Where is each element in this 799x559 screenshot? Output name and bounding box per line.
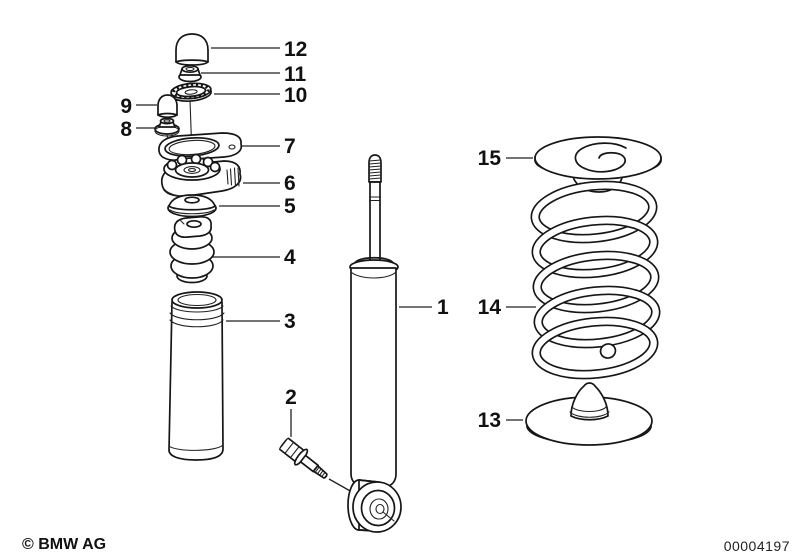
- callout-4: 4: [284, 246, 296, 269]
- callout-9: 9: [120, 95, 132, 118]
- lock-nut-drawing: [154, 117, 180, 152]
- callout-2: 2: [285, 386, 297, 409]
- copyright-text: © BMW AG: [22, 536, 106, 553]
- callout-13: 13: [478, 409, 501, 432]
- callout-7: 7: [284, 135, 296, 158]
- callout-12: 12: [284, 38, 307, 61]
- callout-5: 5: [284, 195, 296, 218]
- nut-drawing: [178, 64, 202, 83]
- support-bearing-drawing: [160, 153, 242, 198]
- document-number: 00004197: [724, 538, 790, 554]
- callout-10: 10: [284, 84, 307, 107]
- callout-1: 1: [437, 296, 449, 319]
- protection-cap-drawing: [175, 33, 209, 66]
- bolt-drawing: [278, 437, 328, 479]
- callout-6: 6: [284, 172, 296, 195]
- lower-spring-pad-drawing: [525, 382, 653, 446]
- coil-spring-drawing: [530, 180, 661, 380]
- callout-3: 3: [284, 310, 296, 333]
- rubber-buffer-drawing: [169, 215, 215, 284]
- washer-drawing: [170, 82, 213, 103]
- callout-15: 15: [478, 147, 502, 170]
- shock-absorber-drawing: [347, 154, 402, 533]
- callout-labels: 12 11 10 9 8 7 6 5 4 3 2 1 15 14 13: [120, 38, 501, 432]
- callout-11: 11: [284, 63, 307, 86]
- support-washer-drawing: [167, 194, 217, 218]
- callout-14: 14: [478, 296, 502, 319]
- callout-8: 8: [120, 118, 132, 141]
- protective-tube-drawing: [168, 291, 225, 461]
- small-cap-drawing: [157, 94, 178, 119]
